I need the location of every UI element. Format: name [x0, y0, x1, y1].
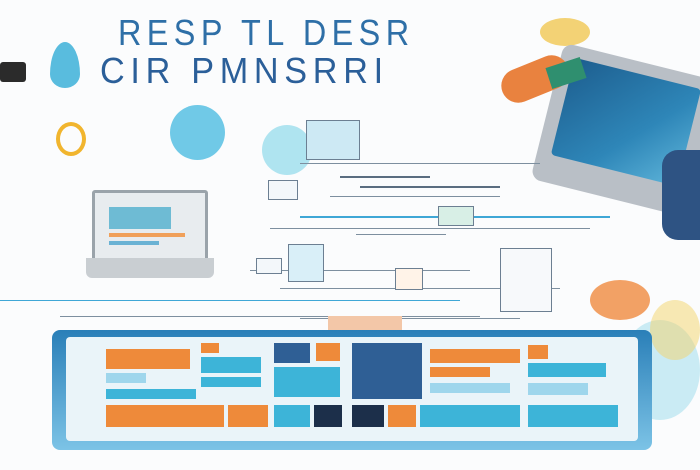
dash-tile	[274, 405, 310, 427]
flow-box	[500, 248, 552, 312]
center-monitor	[306, 120, 360, 160]
flow-box	[395, 268, 423, 290]
dash-tile	[201, 377, 261, 387]
laptop-icon	[92, 190, 208, 264]
flow-line	[270, 228, 590, 229]
dash-tile	[528, 345, 548, 359]
dash-tile	[201, 343, 219, 353]
dash-tile	[106, 373, 146, 383]
splash-yellow	[56, 122, 86, 156]
laptop-bar-2	[109, 241, 159, 245]
flow-line	[356, 234, 446, 235]
laptop-base	[86, 258, 214, 278]
dash-tile	[201, 357, 261, 373]
flow-line	[340, 176, 430, 178]
dash-tile	[106, 405, 224, 427]
dash-tile	[228, 405, 268, 427]
flow-line	[0, 300, 460, 301]
dash-tile	[274, 343, 310, 363]
headline-line-2: CIR PMNSRRI	[100, 50, 389, 91]
device-icon	[0, 62, 26, 82]
flow-line	[330, 196, 500, 197]
dash-tile	[274, 367, 340, 397]
laptop-bar	[109, 233, 185, 237]
flow-line	[360, 186, 500, 188]
splash-blue-left	[50, 42, 80, 88]
splash-blue-center	[170, 105, 225, 160]
flow-line	[300, 318, 520, 319]
flow-box	[288, 244, 324, 282]
dash-tile	[528, 383, 588, 395]
hand-right-icon	[662, 150, 700, 240]
flow-line	[300, 163, 540, 164]
dash-tile	[106, 389, 196, 399]
dash-tile	[314, 405, 342, 427]
flow-box	[438, 206, 474, 226]
dash-tile	[388, 405, 416, 427]
dash-tile	[316, 343, 340, 361]
flow-line	[250, 270, 470, 271]
dash-tile	[528, 363, 606, 377]
dash-tile	[528, 405, 618, 427]
splash-orange-right	[590, 280, 650, 320]
dash-tile	[106, 349, 190, 369]
splash-teal-center	[262, 125, 312, 175]
dashboard-screen	[66, 337, 638, 441]
dash-tile	[352, 343, 422, 399]
dash-tile	[430, 383, 510, 393]
flow-line	[60, 316, 480, 317]
flow-box	[256, 258, 282, 274]
splash-top-right	[540, 18, 590, 46]
dash-tile	[430, 367, 490, 377]
dash-tile	[352, 405, 384, 427]
dash-tile	[420, 405, 520, 427]
flow-box	[268, 180, 298, 200]
dash-tile	[430, 349, 520, 363]
headline-line-1: RESP TL DESR	[118, 12, 415, 53]
laptop-panel	[109, 207, 171, 229]
splash-yellow-right	[650, 300, 700, 360]
